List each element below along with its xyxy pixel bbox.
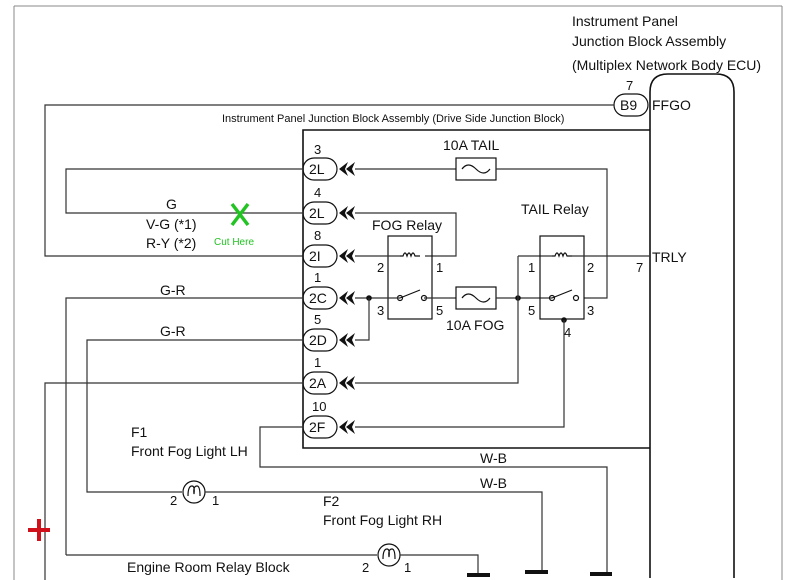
fog-relay [387, 235, 433, 320]
f1-pin2: 2 [170, 493, 177, 508]
connector-2i-terminal [339, 249, 355, 263]
tail-relay-coil [552, 252, 572, 258]
tail-relay-contact-b [572, 294, 580, 302]
tail-relay-title: TAIL Relay [521, 201, 589, 217]
engine-room-pin1: 1 [404, 560, 411, 575]
wire-2f [355, 320, 565, 428]
fuse-10a-tail-label: 10A TAIL [443, 137, 500, 153]
tail-relay-pin1: 1 [528, 260, 535, 275]
wire-fog-out-2d [355, 298, 370, 341]
tail-relay-switch [551, 289, 573, 299]
fog-relay-coil [400, 252, 420, 258]
trly-label: TRLY [652, 249, 687, 265]
connector-2l-4-label: 2L [309, 205, 325, 221]
connector-2c-terminal [339, 291, 355, 305]
connector-2d-pin: 5 [314, 312, 321, 327]
trly-pin: 7 [636, 260, 643, 275]
ffgo-label: FFGO [652, 97, 691, 113]
connector-2d-terminal [339, 333, 355, 347]
cut-here-label: Cut Here [214, 237, 254, 248]
connector-2a-pin: 1 [314, 355, 321, 370]
ecu-title-line2: Junction Block Assembly [572, 33, 726, 49]
wire-label-gr-1: G-R [160, 282, 186, 298]
fog-relay-title: FOG Relay [372, 217, 442, 233]
connector-2f-terminal [339, 420, 355, 434]
wire-tail-out [496, 168, 608, 299]
wire-2f-ext [259, 426, 608, 572]
cut-here-mark [230, 202, 250, 227]
tail-relay-pin2: 2 [587, 260, 594, 275]
wire-label-gr-2: G-R [160, 323, 186, 339]
wire-label-wb-1: W-B [480, 450, 507, 466]
connector-2f-pin: 10 [312, 399, 326, 414]
connector-2i-label: 2I [309, 248, 321, 264]
wire-fog-coil [355, 212, 457, 257]
connector-2c-label: 2C [309, 290, 327, 306]
connector-2d-label: 2D [309, 332, 327, 348]
engine-room-pin2: 2 [362, 560, 369, 575]
connector-2l-4-terminal [339, 206, 355, 220]
f2-id: F2 [323, 493, 340, 509]
fog-relay-pin1: 1 [436, 260, 443, 275]
wire-2a [44, 382, 303, 580]
junction-block-body [302, 129, 650, 449]
connector-2l-3-label: 2L [309, 161, 325, 177]
wire-wb-2 [205, 491, 543, 572]
b9-pin-number: 7 [626, 78, 633, 93]
ecu-body [649, 73, 735, 578]
f1-lamp-filament [187, 485, 201, 497]
fog-relay-pin2: 2 [377, 260, 384, 275]
connector-2a-terminal [339, 376, 355, 390]
engine-room-relay-block-label: Engine Room Relay Block [127, 559, 291, 575]
junction-block-title: Instrument Panel Junction Block Assembly… [222, 113, 564, 125]
f1-id: F1 [131, 424, 148, 440]
ecu-title-line1: Instrument Panel [572, 13, 678, 29]
wire-f2-out [400, 554, 479, 574]
f1-name: Front Fog Light LH [131, 443, 248, 459]
wire-ffgo [44, 104, 614, 257]
connector-2l-3-pin: 3 [314, 142, 321, 157]
positive-marker [28, 519, 50, 541]
f2-name: Front Fog Light RH [323, 512, 442, 528]
wire-label-wb-2: W-B [480, 475, 507, 491]
f1-pin1: 1 [212, 493, 219, 508]
wire-gr-2 [86, 339, 303, 493]
b9-connector-label: B9 [620, 97, 637, 113]
wire-g-loop [65, 168, 303, 214]
tail-relay-pin3: 3 [587, 303, 594, 318]
connector-2i [302, 244, 338, 268]
fog-relay-pin5: 5 [436, 303, 443, 318]
f2-lamp-filament [382, 548, 396, 560]
tail-relay-contact-a [548, 294, 556, 302]
fog-relay-pin3: 3 [377, 303, 384, 318]
fuse-10a-fog-symbol [461, 293, 491, 303]
connector-2l-3-terminal [339, 162, 355, 176]
tail-relay [539, 235, 585, 320]
connector-2f-label: 2F [309, 419, 325, 435]
connector-2i-pin: 8 [314, 228, 321, 243]
connector-2c-pin: 1 [314, 270, 321, 285]
fuse-10a-tail-symbol [461, 164, 491, 174]
wire-gr-1 [65, 297, 303, 555]
connector-2l-4-pin: 4 [314, 185, 321, 200]
wire-label-vg: V-G (*1) [146, 216, 197, 232]
connector-2a-label: 2A [309, 375, 327, 391]
wire-label-ry: R-Y (*2) [146, 235, 196, 251]
wire-label-g: G [166, 196, 177, 212]
wire-2a-feed [355, 256, 519, 384]
ecu-title-line3: (Multiplex Network Body ECU) [572, 57, 761, 73]
tail-relay-pin5: 5 [528, 303, 535, 318]
tail-relay-pin4: 4 [564, 325, 571, 340]
fog-relay-switch [399, 289, 421, 299]
fuse-10a-fog-label: 10A FOG [446, 317, 504, 333]
